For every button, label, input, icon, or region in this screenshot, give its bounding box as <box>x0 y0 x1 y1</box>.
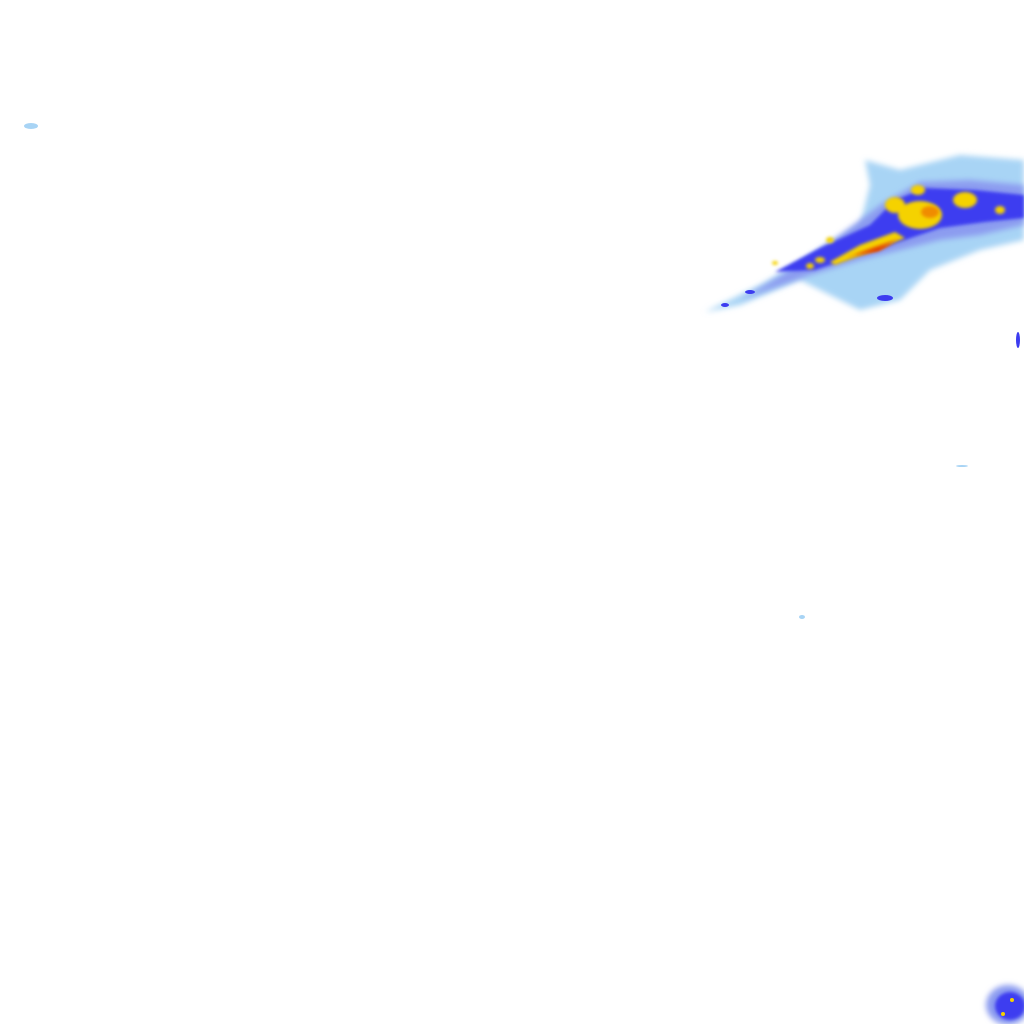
precipitation-cell-southeast <box>986 985 1024 1024</box>
precipitation-band-northeast <box>705 155 1024 348</box>
precipitation-speckle <box>24 123 968 619</box>
